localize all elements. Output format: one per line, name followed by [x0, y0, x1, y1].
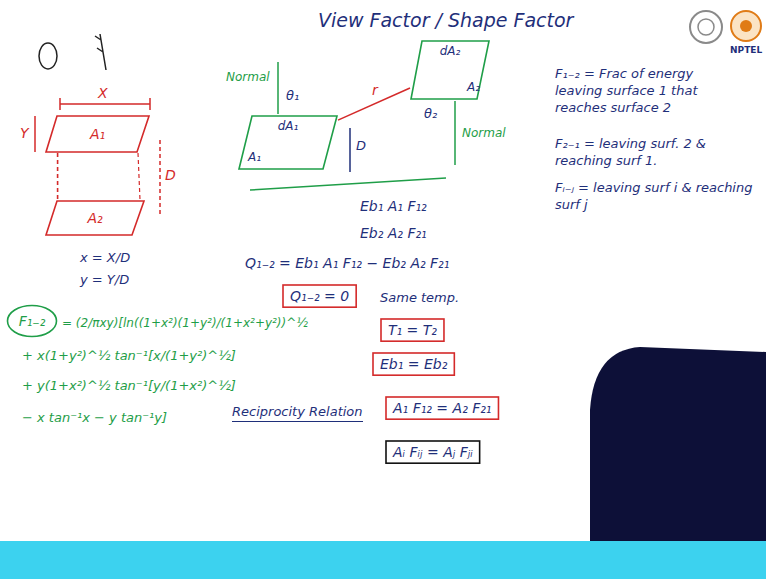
energy-term: Eb₁ A₁ F₁₂	[360, 197, 427, 215]
distance-line	[349, 128, 351, 172]
logo-text: NPTEL	[730, 45, 762, 57]
definition-note: Fᵢ₋ⱼ = leaving surf i & reaching surf j	[555, 180, 760, 214]
condition-note: Same temp.	[380, 290, 459, 307]
node-text: Q₁₋₂ = 0	[290, 287, 349, 305]
institute-logo	[690, 11, 722, 43]
nptel-logo	[731, 11, 761, 41]
distance-label: D	[356, 138, 366, 155]
projection-connector	[57, 153, 59, 200]
boxed-equation: Eb₁ = Eb₂	[372, 352, 455, 376]
surface-element: A₂ dA₂	[410, 40, 490, 100]
slide-title: View Factor / Shape Factor	[318, 8, 573, 33]
normal-label: Normal	[462, 126, 506, 142]
formula-line: − x tan⁻¹x − y tan⁻¹y]	[22, 410, 167, 427]
angle-label: θ₂	[424, 106, 437, 123]
video-overlay	[590, 347, 766, 541]
box-outline	[381, 319, 444, 341]
dimension-label: Y	[20, 124, 29, 142]
node-text: A₁	[248, 150, 261, 166]
boxed-equation: Q₁₋₂ = 0	[282, 284, 357, 308]
surface-sketch: A₂	[45, 200, 145, 236]
node-text: A₁	[90, 125, 105, 143]
circled-term: F₁₋₂	[6, 304, 58, 338]
normal-label: Normal	[226, 70, 270, 86]
node-text: A₂	[467, 80, 480, 96]
normal-line	[454, 101, 456, 165]
oval-outline	[8, 306, 57, 337]
parallelogram-outline	[46, 116, 149, 152]
node-text: T₁ = T₂	[388, 321, 437, 339]
formula-line: + x(1+y²)^½ tan⁻¹[x/(1+y²)^½]	[22, 348, 236, 365]
box-outline	[386, 397, 498, 419]
box-outline	[386, 441, 480, 463]
node-text: A₁ F₁₂ = A₂ F₂₁	[393, 399, 491, 417]
dimension-label: D	[165, 166, 176, 184]
surface-element: A₁ dA₁	[238, 115, 338, 170]
node-text: Aᵢ Fᵢⱼ = Aⱼ Fⱼᵢ	[393, 443, 473, 461]
formula-line: = (2/πxy)[ln((1+x²)(1+y²)/(1+x²+y²))^½	[62, 316, 308, 332]
node-text: dA₂	[440, 44, 461, 60]
box-outline	[283, 285, 356, 307]
angle-label: θ₁	[286, 88, 299, 105]
definition-note: F₂₋₁ = leaving surf. 2 & reaching surf 1…	[555, 136, 760, 170]
node-text: dA₁	[278, 119, 299, 135]
dimension-line	[34, 116, 36, 152]
formula-line: + y(1+x²)^½ tan⁻¹[y/(1+x²)^½]	[22, 378, 236, 395]
node-text: F₁₋₂	[19, 312, 46, 330]
definition-note: F₁₋₂ = Frac of energy leaving surface 1 …	[555, 66, 735, 117]
boxed-equation: T₁ = T₂	[380, 318, 445, 342]
edge-label: r	[370, 82, 380, 99]
projection-line	[138, 153, 140, 200]
boxed-equation: Aᵢ Fᵢⱼ = Aⱼ Fⱼᵢ	[385, 440, 481, 464]
energy-term: Eb₂ A₂ F₂₁	[360, 224, 427, 242]
node-text: Eb₁ = Eb₂	[380, 355, 447, 373]
parallelogram-outline	[239, 116, 337, 169]
node-text: A₂	[87, 209, 102, 227]
separator-line	[250, 178, 446, 190]
ratio-definition: x = X/D	[80, 250, 130, 267]
sketch-stroke	[95, 34, 106, 70]
box-outline	[373, 353, 454, 375]
dimension-label: X	[98, 84, 108, 102]
footer-bar	[0, 541, 766, 579]
institute-logo	[698, 19, 714, 35]
normal-line	[277, 62, 279, 114]
sketch-circle	[39, 43, 57, 69]
nptel-logo	[740, 20, 752, 32]
ratio-definition: y = Y/D	[80, 272, 129, 289]
parallelogram-outline	[46, 201, 144, 235]
parallelogram-outline	[411, 41, 489, 99]
surface-sketch: A₁	[45, 115, 150, 153]
net-exchange-equation: Q₁₋₂ = Eb₁ A₁ F₁₂ − Eb₂ A₂ F₂₁	[245, 254, 449, 272]
relation-heading: Reciprocity Relation	[232, 404, 363, 422]
boxed-equation: A₁ F₁₂ = A₂ F₂₁	[385, 396, 499, 420]
dimension-line	[159, 140, 161, 214]
